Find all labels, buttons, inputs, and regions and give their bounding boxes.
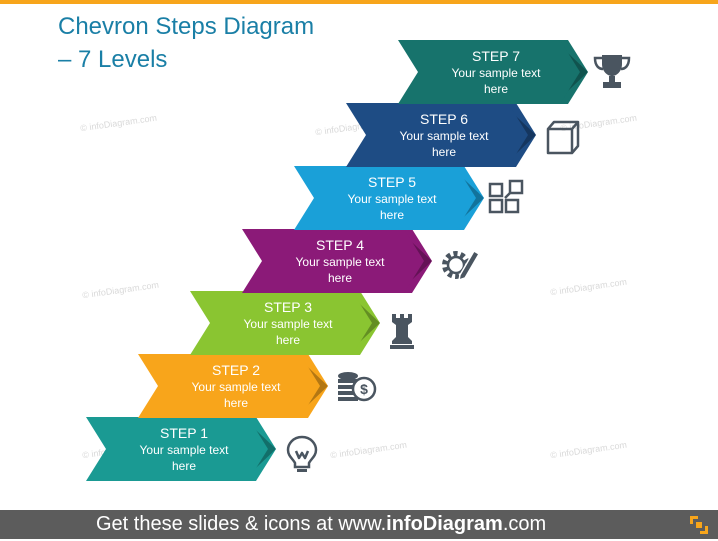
watermark: © infoDiagram.com [549,439,628,461]
watermark: © infoDiagram.com [549,276,628,298]
step-label: STEP 7 [472,48,520,65]
watermark: © infoDiagram.com [329,439,408,461]
step-description: Your sample text here [347,191,437,222]
step-4-chevron-side [398,228,432,293]
step-description: Your sample text here [295,254,385,285]
watermark: © infoDiagram.com [81,279,160,301]
step-label: STEP 3 [264,299,312,316]
step-label: STEP 6 [420,111,468,127]
step-2-chevron-side [294,354,328,419]
step-1-chevron-face [86,417,268,481]
step-4-chevron [242,228,432,293]
step-1-chevron [86,417,276,481]
step-7-chevron-side [554,40,588,105]
step-3-chevron-side [346,291,380,356]
trophy-icon [590,50,634,94]
infodiagram-logo-icon [688,514,710,536]
footer-bar: Get these slides & icons at www.infoDiag… [0,510,718,539]
top-accent-bar [0,0,718,4]
step-7-chevron [398,40,588,105]
box-icon [542,116,586,160]
step-2-chevron-face [138,354,320,419]
step-description: Your sample text here [139,443,229,473]
step-1: STEP 1 Your sample text here [86,417,276,481]
coins-dollar-icon: $ [335,366,379,410]
step-3-chevron-face [190,291,372,356]
step-label: STEP 5 [368,173,416,190]
watermark: © infoDiagram.com [79,112,158,134]
step-label: STEP 4 [316,236,364,253]
modules-icon [486,178,530,222]
footer-prefix: Get these slides & icons at www. [96,513,387,535]
lightbulb-icon [280,432,324,476]
footer-text[interactable]: Get these slides & icons at www.infoDiag… [96,512,546,536]
step-6-chevron-face [346,103,528,167]
step-description: Your sample text here [451,66,541,97]
step-label: STEP 2 [212,362,260,379]
step-6: STEP 6 Your sample text here [346,103,536,167]
step-1-chevron-side [242,417,276,481]
step-2-chevron [138,354,328,419]
step-7-chevron-face [398,40,580,105]
step-6-chevron [346,103,536,167]
step-description: Your sample text here [191,380,281,411]
title-line-2: – 7 Levels [58,46,168,73]
footer-suffix: .com [502,513,547,535]
step-5-chevron-face [294,165,476,230]
step-description: Your sample text here [243,317,333,348]
step-5-chevron [294,165,484,230]
step-4-chevron-face [242,228,424,293]
page-title: Chevron Steps Diagram – 7 Levels [58,10,314,76]
step-label: STEP 1 [160,425,208,441]
step-3-chevron [190,291,380,356]
step-6-text: STEP 6 Your sample text here [384,103,504,167]
step-description: Your sample text here [399,129,489,159]
svg-text:$: $ [360,381,368,397]
step-6-chevron-side [502,103,536,167]
chess-rook-icon [380,308,424,352]
step-1-text: STEP 1 Your sample text here [124,417,244,481]
gear-pencil-icon [438,243,482,287]
footer-brand: infoDiagram [386,513,503,535]
title-line-1: Chevron Steps Diagram [58,13,315,40]
step-5-chevron-side [450,165,484,230]
